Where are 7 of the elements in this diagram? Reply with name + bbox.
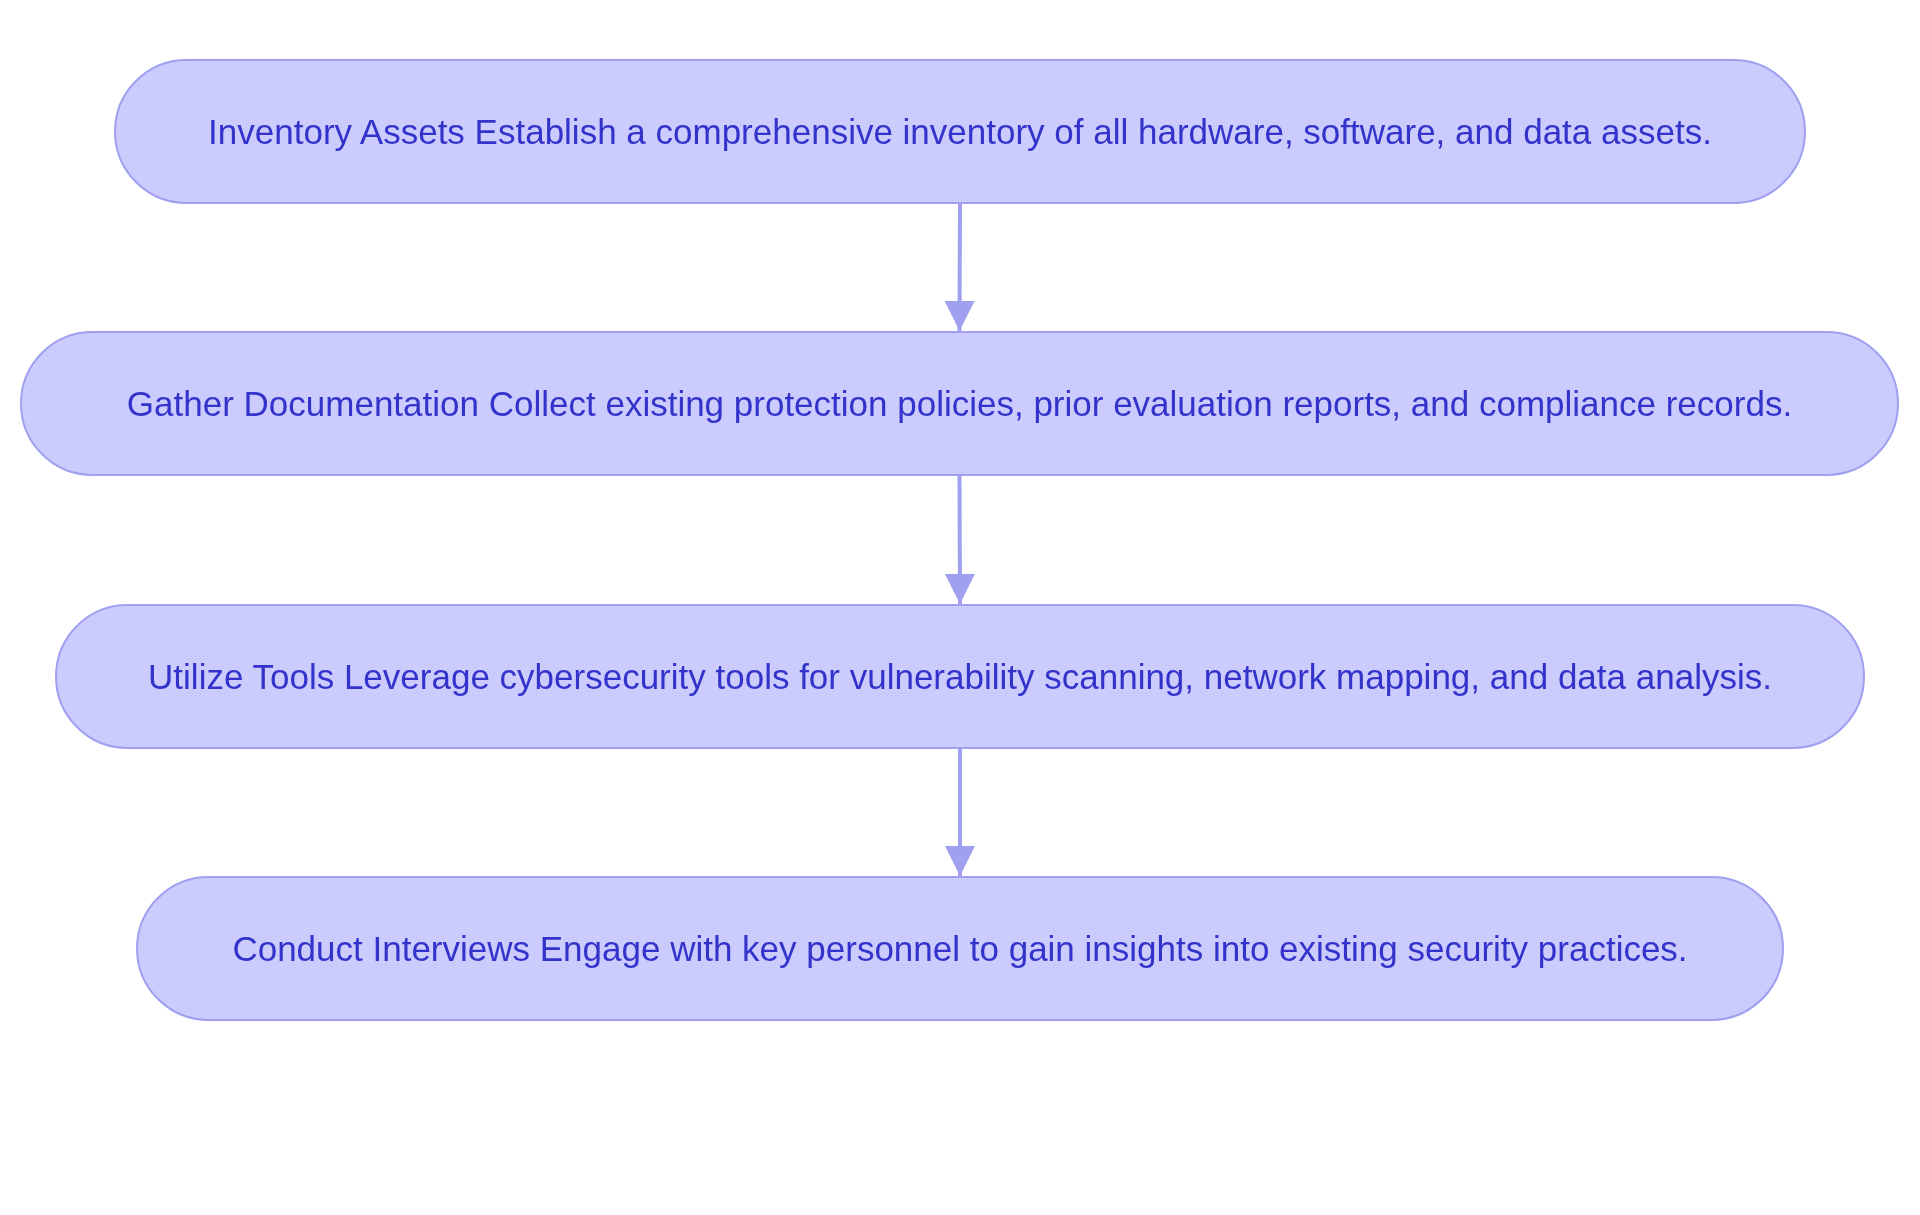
arrow bbox=[945, 749, 975, 876]
step-text: Gather Documentation Collect existing protection policies, prior evaluation reports, and compliance records. bbox=[126, 382, 1793, 425]
step-text: Inventory Assets Establish a comprehensive inventory of all hardware, software, and data assets. bbox=[208, 110, 1712, 153]
step-text: Utilize Tools Leverage cybersecurity tools for vulnerability scanning, network mapping, and data analysis. bbox=[148, 655, 1772, 698]
arrow bbox=[944, 476, 975, 604]
arrow bbox=[944, 204, 975, 331]
step-text: Conduct Interviews Engage with key personnel to gain insights into existing security practices. bbox=[232, 927, 1688, 970]
